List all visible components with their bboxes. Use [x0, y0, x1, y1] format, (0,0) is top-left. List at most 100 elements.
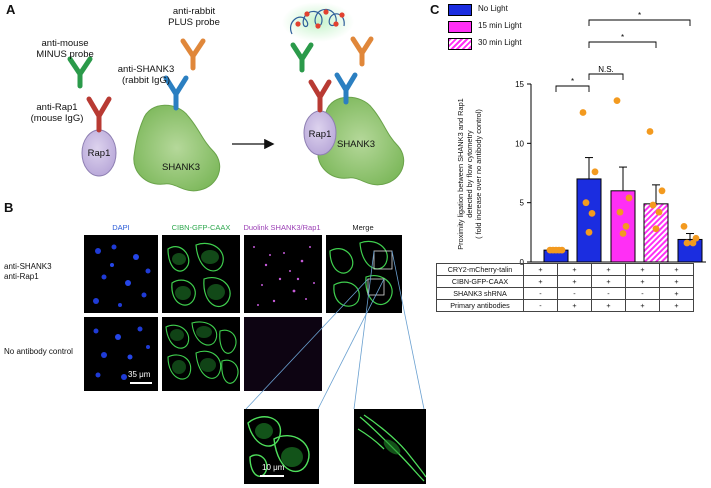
condition-cell: + — [659, 275, 694, 288]
condition-row: Primary antibodies-++++ — [436, 299, 694, 312]
col-head-dapi: DAPI — [112, 223, 130, 232]
data-point — [680, 223, 688, 230]
condition-cell: - — [523, 299, 558, 312]
anti-rap1-label: anti-Rap1 (mouse IgG) — [30, 102, 84, 124]
data-point — [655, 208, 663, 216]
condition-cell: + — [625, 263, 660, 276]
data-point — [619, 230, 627, 237]
micro-duolink-row1 — [244, 235, 322, 313]
micro-merge-row1 — [326, 235, 402, 313]
condition-row: SHANK3 shRNA----+ — [436, 287, 694, 300]
condition-cell: + — [591, 263, 626, 276]
bound-antibodies-icon — [290, 36, 374, 113]
data-point — [683, 239, 691, 247]
significance-label-2: N.S. — [598, 65, 614, 74]
condition-cell: + — [557, 263, 592, 276]
bar-2 — [576, 178, 602, 263]
y-tick-label: 10 — [515, 139, 524, 148]
amplification-product-icon — [282, 2, 354, 42]
plus-probe-icon — [180, 38, 206, 71]
micro-cibn-row2 — [162, 317, 240, 391]
condition-cell: + — [625, 275, 660, 288]
scale-bar-main-label: 35 μm — [128, 370, 151, 379]
significance-label-1: * — [571, 77, 574, 86]
minus-probe-icon — [67, 56, 93, 89]
legend-label-30-min: 30 min Light — [478, 38, 522, 47]
significance-label-3: * — [621, 33, 624, 42]
condition-cell: + — [523, 263, 558, 276]
micro-dapi-row1 — [84, 235, 158, 313]
condition-name: CIBN-GFP-CAAX — [436, 275, 524, 288]
y-tick-label: 5 — [520, 199, 525, 208]
data-point — [689, 239, 697, 247]
condition-cell: + — [659, 287, 694, 300]
condition-cell: + — [591, 275, 626, 288]
scale-bar-zoom-label: 10 μm — [262, 463, 285, 472]
data-point — [579, 109, 587, 116]
condition-row: CRY2-mCherry-talin+++++ — [436, 263, 694, 276]
panel-a-letter: A — [6, 2, 16, 17]
row-label-antibodies: anti-SHANK3 anti-Rap1 — [4, 262, 52, 281]
micro-cibn-row1 — [162, 235, 240, 313]
legend-swatch-15-min — [448, 21, 472, 33]
micro-dapi-row2 — [84, 317, 158, 391]
row-label-no-antibody: No antibody control — [4, 347, 73, 356]
condition-cell: - — [591, 287, 626, 300]
data-point — [658, 187, 666, 195]
significance-bracket-4 — [588, 19, 691, 26]
shank3-label-right: SHANK3 — [336, 139, 375, 150]
legend-swatch-no-light — [448, 4, 472, 16]
condition-cell: - — [523, 287, 558, 300]
legend-swatch-30-min — [448, 38, 472, 50]
scale-bar-zoom — [260, 475, 284, 477]
panel-b-letter: B — [4, 200, 14, 215]
data-point — [585, 228, 593, 236]
data-point — [591, 168, 599, 176]
condition-cell: + — [523, 275, 558, 288]
rap1-label-right: Rap1 — [308, 129, 332, 140]
shank3-protein-left — [133, 104, 221, 192]
legend-label-15-min: 15 min Light — [478, 21, 522, 30]
condition-cell: - — [557, 287, 592, 300]
condition-row: CIBN-GFP-CAAX+++++ — [436, 275, 694, 288]
y-tick-label: 0 — [520, 258, 525, 267]
data-point — [622, 223, 630, 230]
anti-shank3-antibody-icon — [163, 75, 189, 111]
condition-cell: + — [659, 299, 694, 312]
data-point — [616, 208, 624, 216]
rap1-label-left: Rap1 — [87, 148, 111, 159]
anti-shank3-label: anti-SHANK3 (rabbit IgG) — [117, 64, 175, 86]
col-head-merge: Merge — [352, 223, 374, 232]
significance-label-4: * — [638, 11, 641, 20]
micro-zoom-right — [354, 409, 426, 484]
data-point — [613, 97, 621, 105]
data-point — [649, 201, 657, 209]
condition-name: CRY2-mCherry-talin — [436, 263, 524, 276]
minus-probe-label: anti-mouse MINUS probe — [36, 38, 94, 60]
y-tick-label: 15 — [515, 80, 524, 89]
panel-c-letter: C — [430, 2, 440, 17]
condition-cell: + — [557, 299, 592, 312]
condition-cell: + — [659, 263, 694, 276]
condition-cell: + — [625, 299, 660, 312]
condition-cell: + — [591, 299, 626, 312]
significance-bracket-2 — [588, 73, 624, 80]
conditions-table: CRY2-mCherry-talin+++++CIBN-GFP-CAAX++++… — [436, 263, 694, 312]
condition-cell: + — [557, 275, 592, 288]
col-head-cibn: CIBN-GFP-CAAX — [171, 223, 231, 232]
data-point — [646, 128, 654, 135]
data-point — [625, 194, 633, 202]
condition-name: SHANK3 shRNA — [436, 287, 524, 300]
micro-duolink-row2 — [244, 317, 322, 391]
condition-cell: - — [625, 287, 660, 300]
shank3-label-left: SHANK3 — [161, 162, 200, 173]
data-point — [588, 209, 596, 217]
data-point — [652, 225, 660, 233]
anti-rap1-antibody-icon — [86, 96, 112, 133]
significance-bracket-3 — [588, 41, 657, 48]
data-point — [552, 246, 560, 254]
significance-bracket-1 — [555, 85, 590, 92]
legend-label-no-light: No Light — [478, 4, 508, 13]
